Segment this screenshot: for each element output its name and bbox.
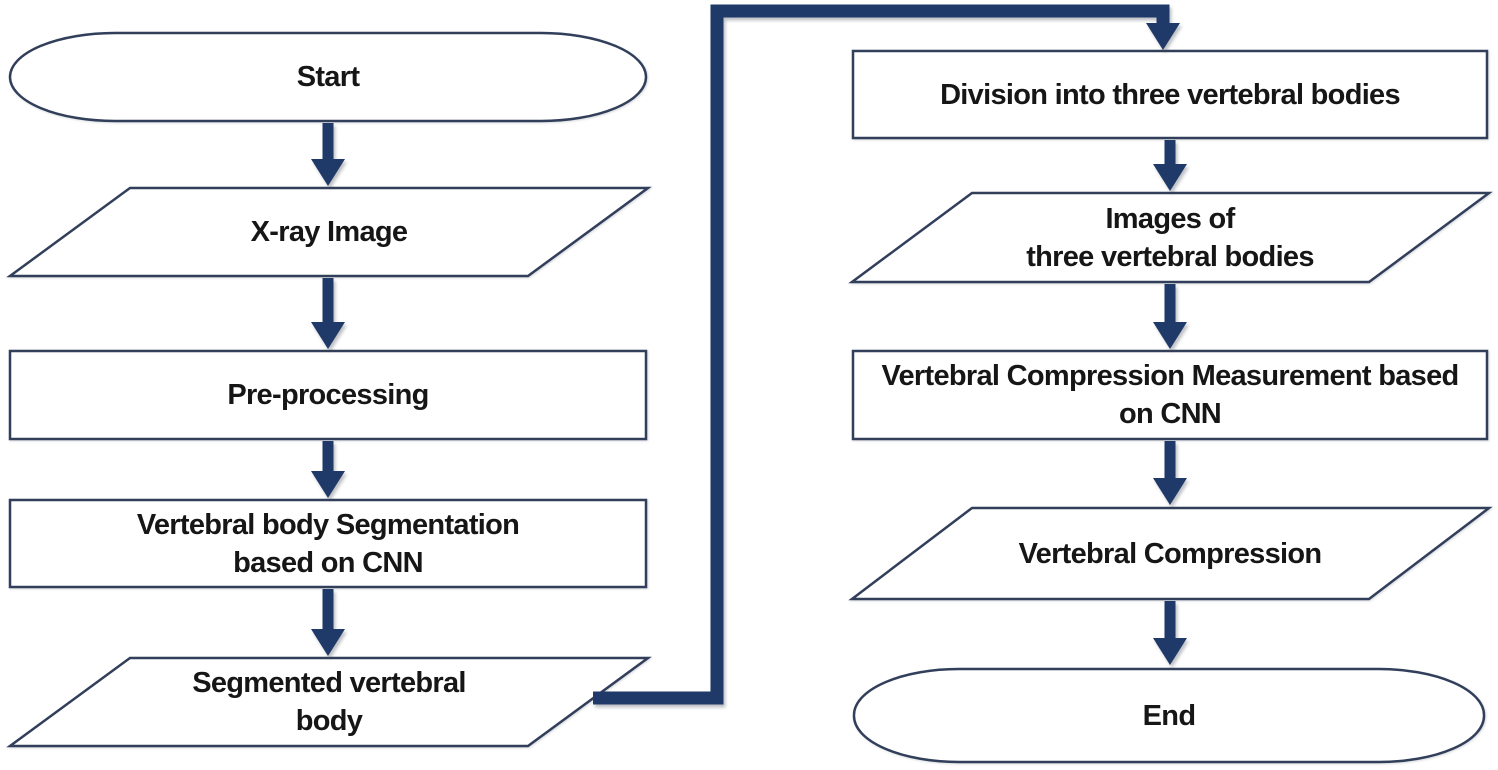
end-terminator-shape — [852, 667, 1486, 764]
preprocessing-process-shape — [8, 349, 648, 441]
segmented-body-parallelogram-shape — [6, 656, 652, 748]
start-terminator-shape — [8, 31, 648, 123]
arrow-images-to-measurement-icon — [1153, 284, 1187, 349]
arrow-segmentation-to-segmented-icon — [311, 589, 345, 656]
arrow-preprocessing-to-segmentation-icon — [311, 441, 345, 498]
xray-image-parallelogram-shape — [6, 186, 652, 278]
connector-segmented-to-division-line — [593, 4, 1170, 705]
arrow-division-to-images-icon — [1153, 140, 1187, 191]
division-process-shape — [851, 49, 1489, 140]
arrow-measurement-to-compression-icon — [1153, 441, 1187, 505]
compression-parallelogram-shape — [848, 506, 1493, 601]
arrow-compression-to-end-icon — [1153, 601, 1187, 665]
measurement-process-shape — [851, 349, 1489, 441]
connector-segmented-to-division-arrowhead-icon — [1146, 23, 1180, 50]
arrow-xray-to-preprocessing-icon — [311, 278, 345, 349]
arrow-start-to-xray-icon — [311, 123, 345, 186]
images-three-parallelogram-shape — [848, 191, 1493, 284]
segmentation-process-shape — [8, 498, 648, 589]
